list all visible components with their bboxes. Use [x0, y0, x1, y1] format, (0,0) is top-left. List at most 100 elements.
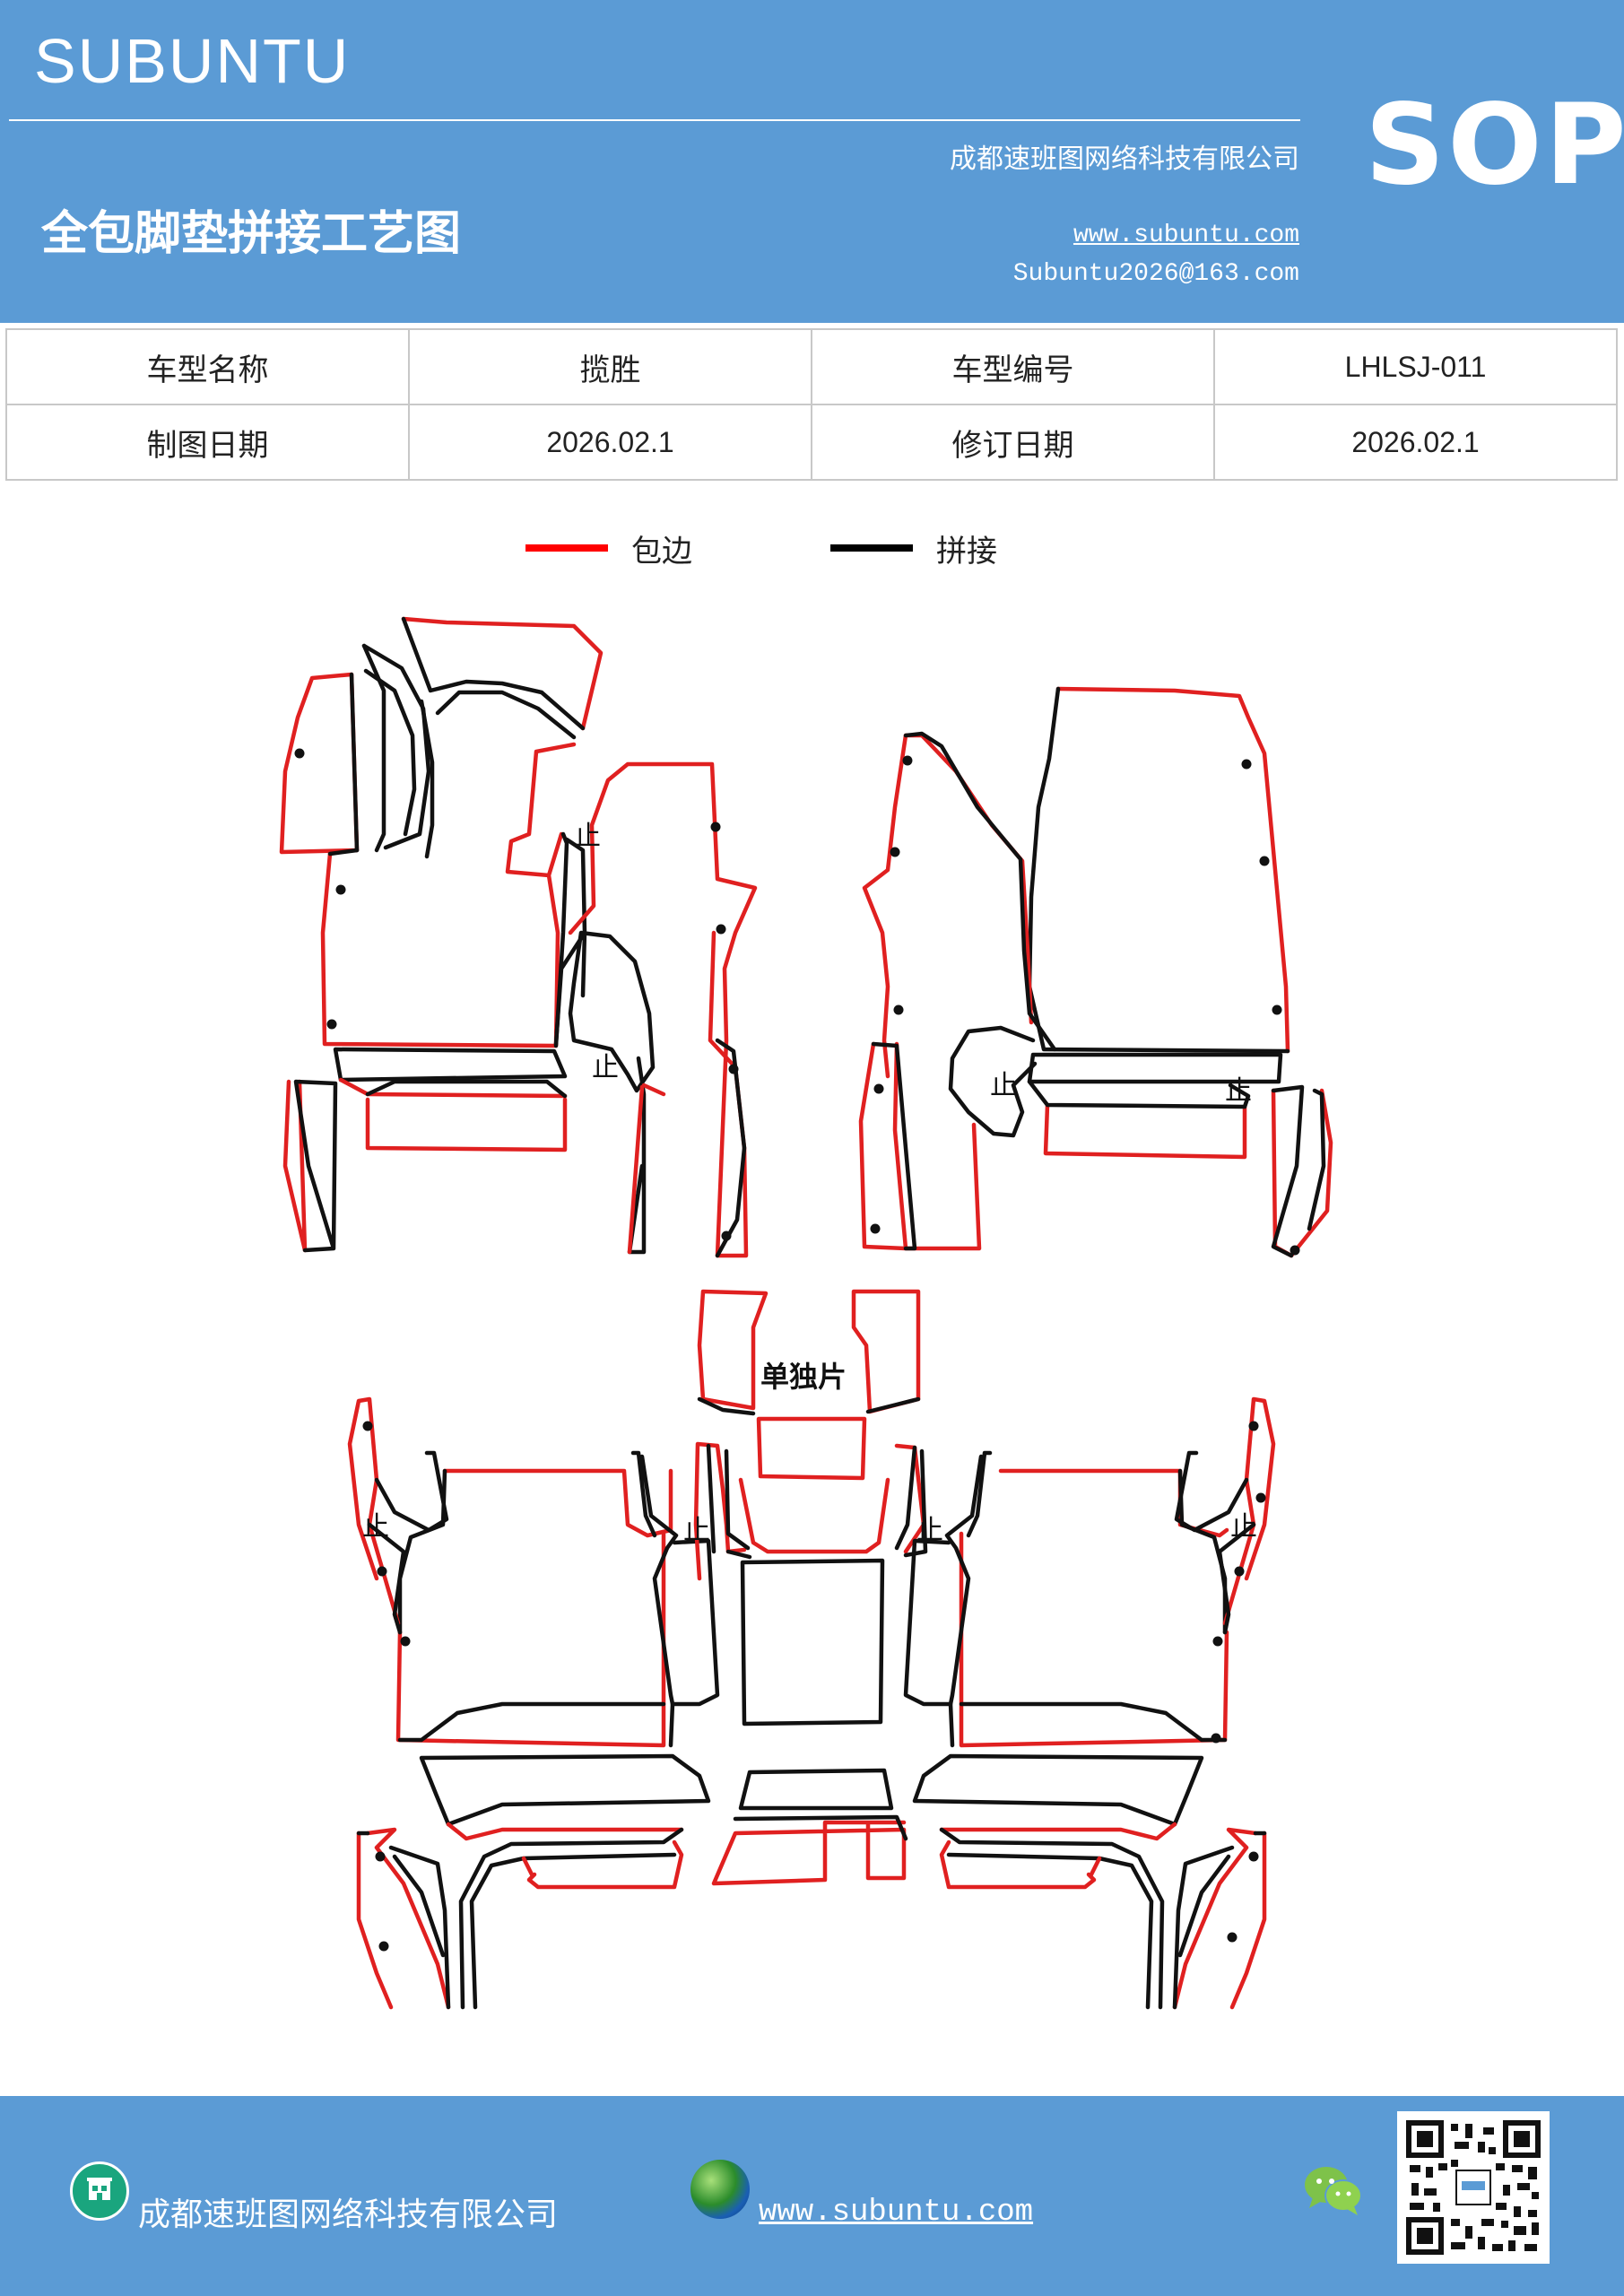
- seam-outline: [738, 1768, 894, 1811]
- fastener-hole: [1212, 1636, 1223, 1647]
- fastener-hole: [377, 1566, 387, 1577]
- footer-website-link[interactable]: www.subuntu.com: [759, 2196, 1034, 2230]
- header-email: Subuntu2026@163.com: [1012, 260, 1299, 288]
- table-cell: 揽胜: [408, 328, 812, 405]
- fastener-hole: [294, 748, 305, 759]
- stop-mark: 止: [574, 821, 601, 852]
- fastener-hole: [873, 1083, 884, 1094]
- seam-outline: [568, 930, 656, 1093]
- sop-badge: SOP: [1365, 81, 1624, 210]
- stop-mark: 止: [592, 1052, 619, 1083]
- stop-mark: 止: [1225, 1075, 1252, 1107]
- edging-outline: [711, 1820, 907, 1886]
- edging-outline: [851, 1289, 921, 1414]
- legend-item-edging: 包边: [525, 524, 692, 572]
- brand-name: SUBUNTU: [34, 26, 351, 96]
- stop-mark: 止: [362, 1511, 389, 1543]
- separate-tunnel-piece: [697, 1289, 921, 1481]
- seam-outline: [706, 1443, 752, 1560]
- edging-outline: [320, 742, 577, 1048]
- fastener-hole: [893, 1004, 904, 1015]
- fastener-hole: [1248, 1851, 1259, 1862]
- edging-outline: [862, 733, 1034, 1079]
- fastener-hole: [1211, 1733, 1221, 1744]
- fastener-hole: [870, 1223, 881, 1234]
- floor-mat-diagram: 止 止 止 止 止 止 止 止 单独片: [279, 616, 1333, 2010]
- stop-mark: 止: [1230, 1511, 1257, 1543]
- legend-label: 包边: [631, 533, 692, 570]
- table-cell: 修订日期: [811, 404, 1215, 481]
- seam-outline: [553, 837, 587, 1047]
- fastener-hole: [890, 847, 900, 857]
- fastener-hole: [378, 1941, 389, 1952]
- fastener-hole: [335, 884, 346, 895]
- seam-outline: [397, 1468, 447, 1635]
- company-name: 成都速班图网络科技有限公司: [950, 144, 1299, 175]
- table-cell: 2026.02.1: [1213, 404, 1618, 481]
- seam-outline: [1027, 1052, 1283, 1084]
- edging-outline: [401, 616, 604, 731]
- seam-outline: [1174, 1450, 1256, 1635]
- stop-mark: 止: [916, 1515, 943, 1546]
- seam-outline: [397, 1701, 666, 1743]
- seam-outline: [458, 1827, 684, 2010]
- fastener-hole: [710, 822, 721, 832]
- seam-outline: [670, 1538, 720, 1707]
- legend-label: 拼接: [936, 533, 997, 570]
- edging-outline: [1172, 1827, 1267, 2010]
- seam-outline: [944, 1450, 993, 1748]
- info-table: 车型名称 揽胜 车型编号 LHLSJ-011 制图日期 2026.02.1 修订…: [5, 328, 1618, 481]
- seam-outline: [356, 1831, 451, 2010]
- edging-outline: [282, 1079, 308, 1253]
- footer-company-name: 成都速班图网络科技有限公司: [138, 2196, 559, 2233]
- seam-outline: [361, 643, 431, 850]
- seam-outline: [1271, 1084, 1326, 1258]
- fastener-hole: [1255, 1492, 1266, 1503]
- table-row: 制图日期 2026.02.1 修订日期 2026.02.1: [5, 404, 1618, 481]
- legend-item-seam: 拼接: [830, 524, 997, 572]
- document-title: 全包脚垫拼接工艺图: [41, 206, 462, 261]
- stop-mark: 止: [990, 1070, 1017, 1101]
- table-cell: 车型名称: [5, 328, 410, 405]
- edging-outline: [521, 1839, 684, 1890]
- qr-code: [1397, 2111, 1550, 2264]
- seam-outline: [327, 831, 569, 1048]
- edging-outline: [1055, 686, 1290, 1054]
- seam-outline: [293, 1079, 338, 1253]
- separate-piece-label: 单独片: [760, 1360, 847, 1394]
- seam-outline: [1027, 686, 1290, 1054]
- fastener-hole: [721, 1231, 732, 1241]
- fastener-hole: [1241, 759, 1252, 770]
- fastener-hole: [1227, 1932, 1238, 1943]
- edging-outline: [279, 672, 360, 855]
- seam-outline: [912, 1753, 1204, 1827]
- front-left-mat: [279, 616, 656, 1253]
- fastener-hole: [902, 755, 913, 766]
- fastener-hole: [716, 924, 726, 935]
- fastener-hole: [375, 1851, 386, 1862]
- wechat-icon[interactable]: [1302, 2161, 1365, 2217]
- seam-outline: [865, 1396, 921, 1414]
- edging-outline: [756, 1416, 867, 1481]
- fastener-hole: [1272, 1004, 1282, 1015]
- edging-outline: [858, 1041, 982, 1251]
- seam-outline: [435, 690, 577, 740]
- edging-outline: [939, 1822, 1177, 1841]
- fastener-hole: [362, 1421, 373, 1431]
- fastener-hole: [400, 1636, 411, 1647]
- seam-outline: [1172, 1831, 1267, 2010]
- header-website-link[interactable]: www.subuntu.com: [1073, 222, 1299, 249]
- seam-outline: [1027, 1079, 1251, 1109]
- legend-swatch-black: [830, 544, 913, 552]
- seam-outline: [948, 1025, 1038, 1138]
- table-cell: 2026.02.1: [408, 404, 812, 481]
- table-cell: LHLSJ-011: [1213, 328, 1618, 405]
- edging-outline: [627, 1083, 666, 1255]
- table-row: 车型名称 揽胜 车型编号 LHLSJ-011: [5, 328, 1618, 405]
- fastener-hole: [728, 1064, 739, 1074]
- header-band: SUBUNTU 成都速班图网络科技有限公司 全包脚垫拼接工艺图 www.subu…: [0, 0, 1624, 323]
- fastener-hole: [1234, 1566, 1245, 1577]
- edging-outline: [738, 1477, 890, 1554]
- seam-outline: [959, 1701, 1228, 1743]
- fastener-hole: [1290, 1245, 1300, 1256]
